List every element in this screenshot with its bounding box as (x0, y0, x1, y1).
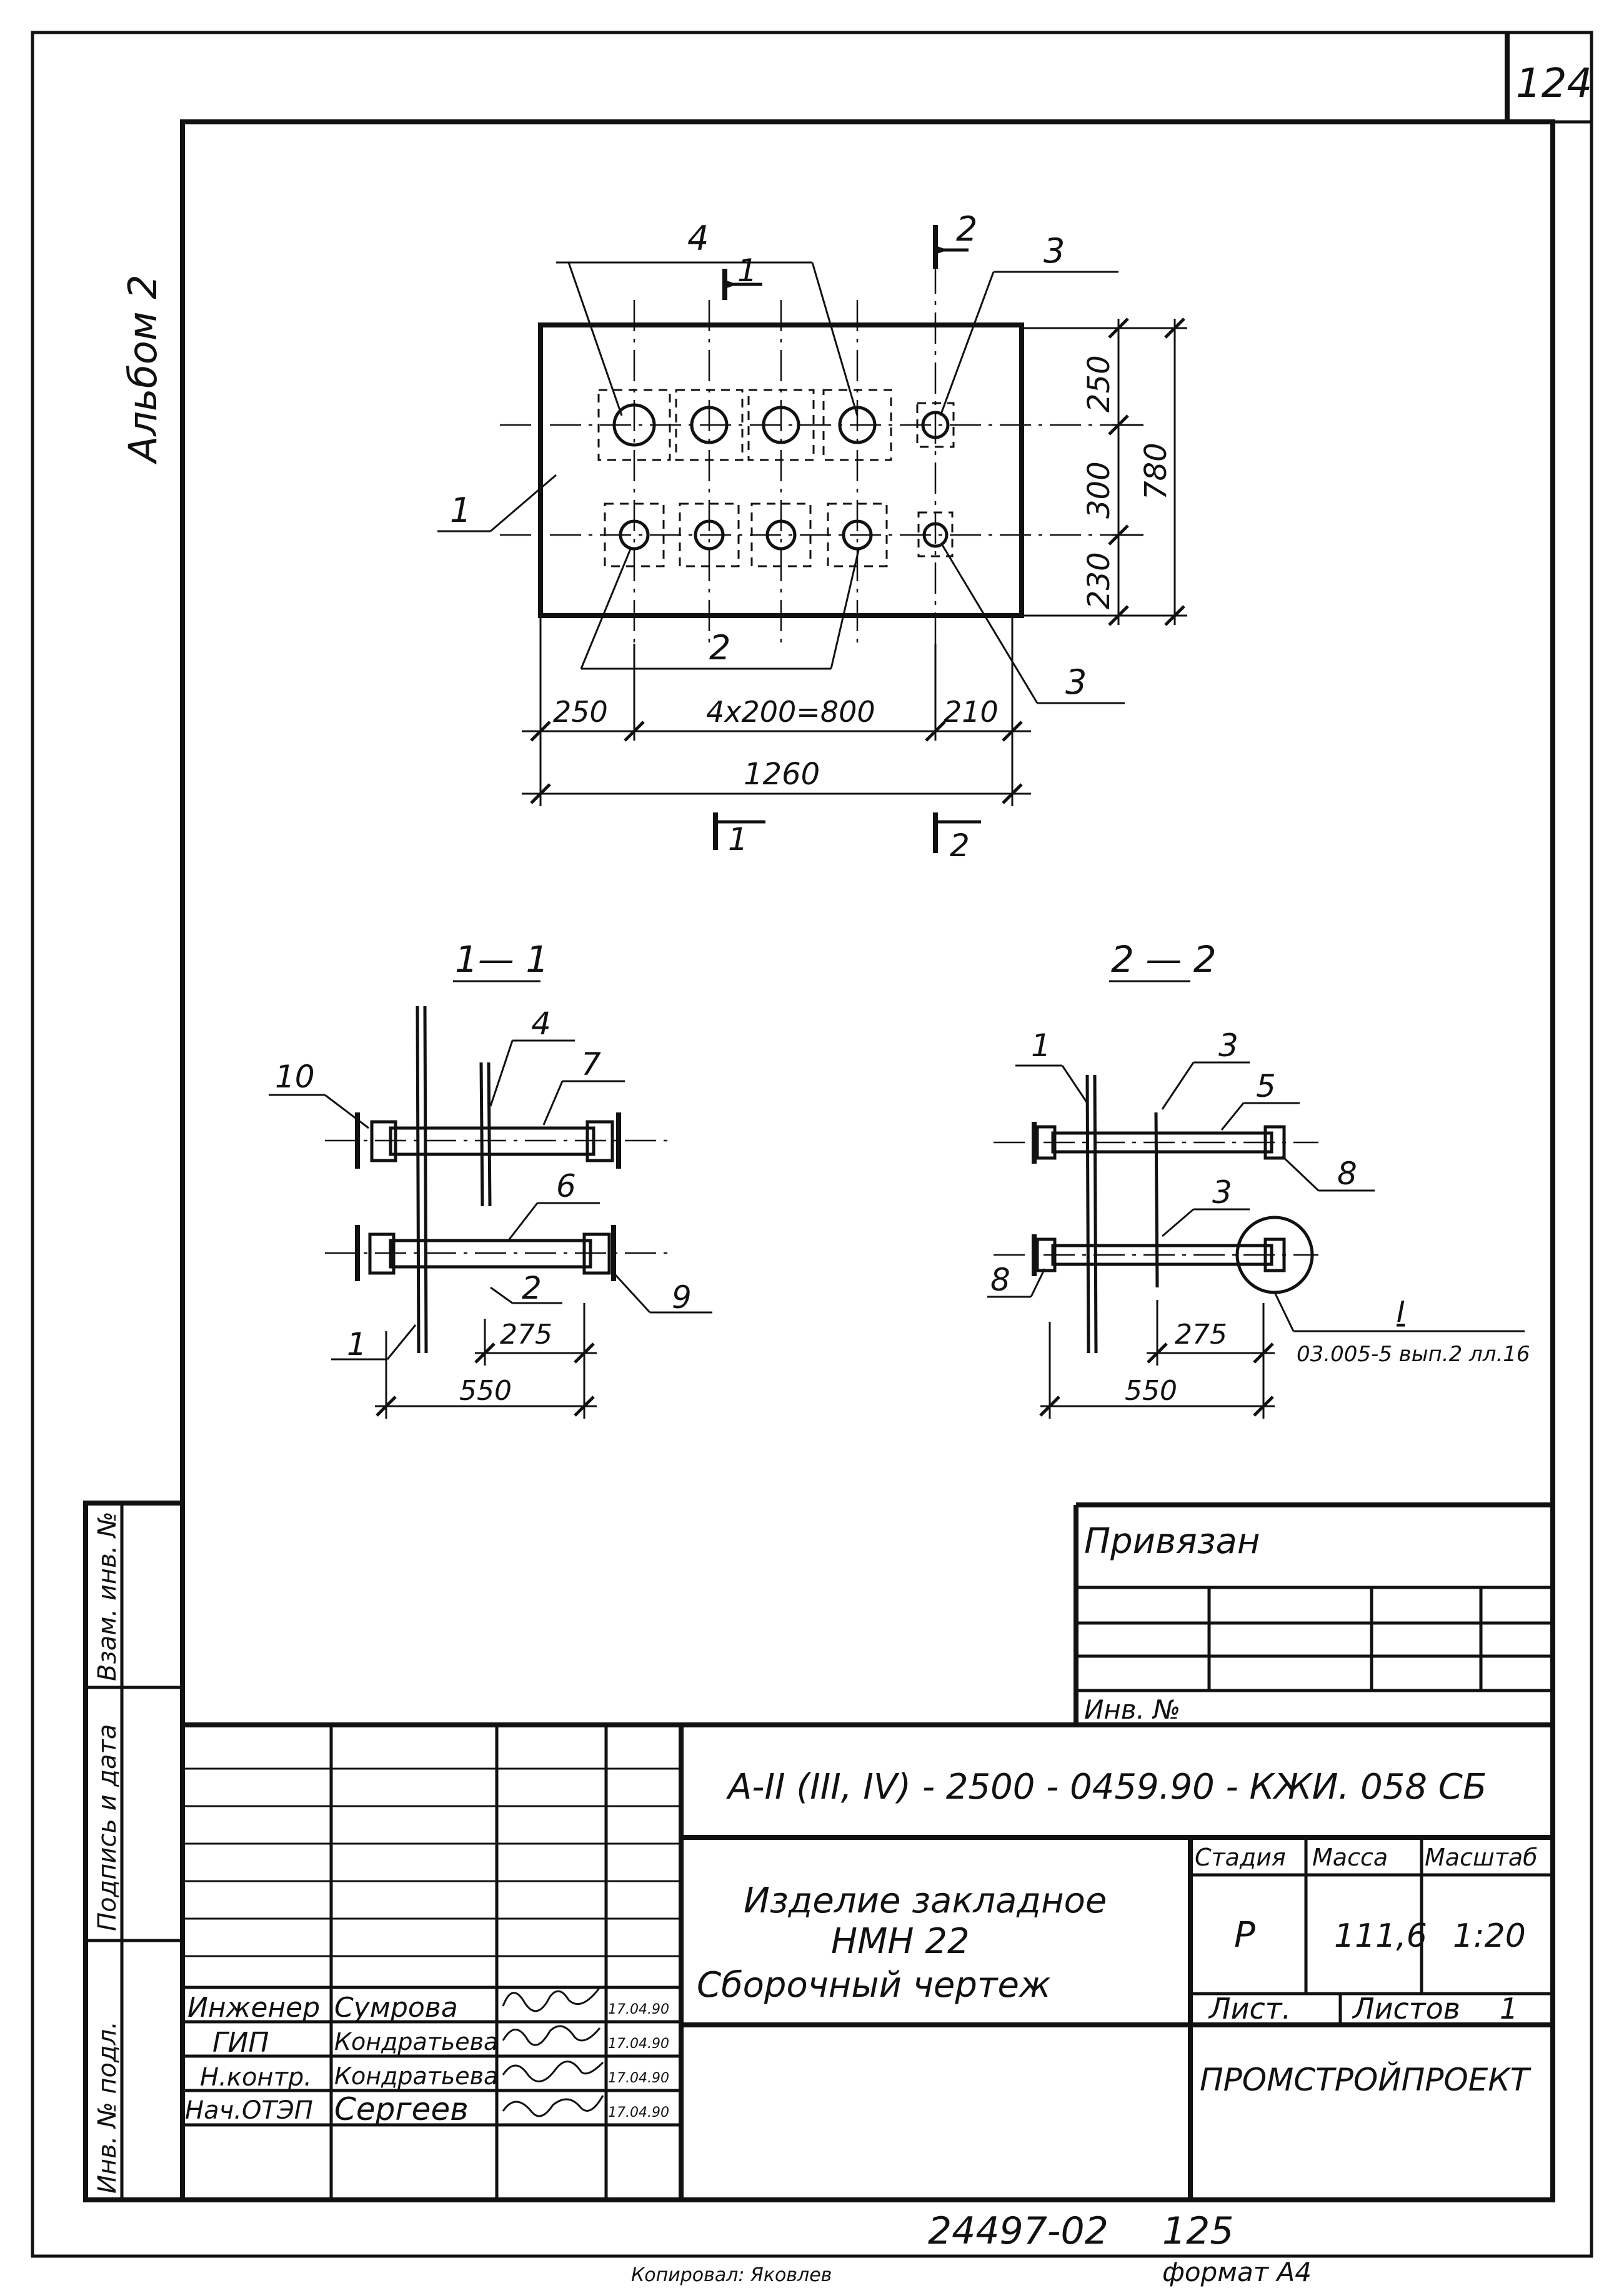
sig-name-4: Сергеев (334, 2091, 469, 2127)
detail-mark: I (1397, 1295, 1405, 1329)
section-2-2-title: 2 — 2 (1111, 938, 1217, 981)
side-stamp-inv-podl: Инв. № подл. (93, 2021, 122, 2194)
product-name-line2: НМН 22 (831, 1921, 970, 1962)
dim-overall-780: 780 (1138, 442, 1173, 500)
sig-date-1: 17.04.90 (608, 2002, 669, 2017)
section-1-1-callout-7: 7 (581, 1046, 601, 1082)
section-2-2-callout-8-left: 8 (990, 1262, 1010, 1298)
product-name-line3: Сборочный чертеж (697, 1965, 1050, 2006)
anchor-row-bottom (604, 502, 954, 567)
album-label: Альбом 2 (120, 274, 166, 465)
tied-block (1074, 1502, 1553, 1725)
section-mark-2-bottom (933, 812, 981, 853)
section-2-2-dim-550: 550 (1125, 1375, 1177, 1407)
dim-middle-300: 300 (1082, 461, 1117, 519)
organization: ПРОМСТРОЙПРОЕКТ (1200, 2061, 1532, 2098)
section-1-1-callout-2: 2 (522, 1270, 542, 1306)
section-2-2-dim-275: 275 (1175, 1319, 1227, 1351)
section-1-1-callout-9: 9 (672, 1279, 692, 1316)
scale-value: 1:20 (1453, 1917, 1526, 1955)
section-1-1-callout-6: 6 (556, 1168, 576, 1204)
callout-4: 4 (687, 219, 709, 258)
sig-name-1: Сумрова (334, 1992, 458, 2024)
doc-code: А-II (III, IV) - 2500 - 0459.90 - КЖИ. 0… (726, 1767, 1487, 1807)
format-label: формат А4 (1162, 2257, 1312, 2287)
page-number: 124 (1516, 61, 1592, 107)
section-1-1-title: 1— 1 (455, 938, 549, 981)
sig-role-4: Нач.ОТЭП (185, 2096, 313, 2125)
callout-1: 1 (450, 491, 471, 530)
side-stamp (83, 1501, 185, 2202)
section-1-1-callout-4: 4 (531, 1006, 551, 1042)
title-block-frame (182, 1722, 1553, 2200)
anchor-row-top (597, 389, 955, 461)
section-1-1-dim-275: 275 (500, 1319, 552, 1351)
section-1-1-callout-1: 1 (347, 1326, 367, 1362)
sheets-value: 1 (1500, 1992, 1518, 2026)
sheets-label: Листов (1352, 1992, 1460, 2026)
archive-page: 125 (1162, 2209, 1234, 2253)
product-name-line1: Изделие закладное (744, 1881, 1107, 1921)
sheet-label: Лист. (1208, 1992, 1291, 2026)
plan-view: 1 2 1 2 (437, 209, 1187, 864)
dim-bottom-230: 230 (1082, 552, 1117, 609)
plan-dims-vertical (1022, 317, 1187, 626)
section-mark-1-bottom (713, 812, 765, 850)
callout-3-top: 3 (1044, 231, 1065, 271)
sig-date-2: 17.04.90 (608, 2036, 669, 2052)
sig-role-3: Н.контр. (200, 2063, 312, 2092)
archive-number: 24497-02 (928, 2209, 1108, 2253)
section-2-2-callout-1: 1 (1031, 1027, 1051, 1064)
callout-3-bottom: 3 (1065, 662, 1087, 702)
section-mark-1-top-label: 1 (737, 252, 757, 289)
sig-name-2: Кондратьева (334, 2028, 498, 2056)
section-2-2-callout-8-right: 8 (1337, 1156, 1357, 1192)
section-mark-2-top (933, 225, 969, 269)
section-1-1-callout-10: 10 (275, 1059, 315, 1095)
side-stamp-signature-date: Подпись и дата (93, 1724, 122, 1931)
stage-label: Стадия (1195, 1844, 1286, 1871)
section-mark-1-top (722, 269, 762, 300)
sig-role-2: ГИП (212, 2027, 269, 2059)
dim-spacing: 4x200=800 (706, 695, 875, 729)
dim-top-250: 250 (1082, 355, 1117, 412)
dim-overall-1260: 1260 (744, 757, 820, 792)
stage-value: Р (1234, 1915, 1255, 1956)
side-stamp-replaced-inv: Взам. инв. № (93, 1511, 122, 1681)
dim-right-210: 210 (944, 695, 999, 729)
mass-value: 111,6 (1334, 1917, 1427, 1955)
section-2-2-callout-3-bottom: 3 (1212, 1174, 1232, 1211)
section-mark-2-top-label: 2 (956, 209, 977, 249)
sig-date-4: 17.04.90 (608, 2105, 669, 2121)
copied-by: Копировал: Яковлев (631, 2264, 832, 2286)
section-2-2 (987, 980, 1525, 1419)
section-1-1 (269, 980, 712, 1419)
plan-leaders (437, 261, 1125, 704)
signature-scribbles (502, 1987, 604, 2117)
section-mark-1-bottom-label: 1 (728, 821, 748, 857)
plan-dims-horizontal (522, 616, 1031, 806)
sheet-frame (31, 31, 1593, 2258)
mass-label: Масса (1312, 1844, 1388, 1871)
section-2-2-callout-5: 5 (1256, 1068, 1276, 1104)
sig-role-1: Инженер (187, 1992, 320, 2024)
sig-name-3: Кондратьева (334, 2062, 498, 2090)
callout-2: 2 (709, 628, 730, 667)
sig-date-3: 17.04.90 (608, 2071, 669, 2086)
detail-reference: 03.005-5 вып.2 лл.16 (1297, 1342, 1530, 1367)
section-2-2-callout-3-top: 3 (1218, 1027, 1238, 1064)
section-mark-2-bottom-label: 2 (950, 827, 970, 864)
dim-left-250: 250 (553, 695, 608, 729)
tied-inv-label: Инв. № (1084, 1694, 1180, 1725)
scale-label: Масштаб (1425, 1844, 1538, 1871)
section-1-1-dim-550: 550 (459, 1375, 512, 1407)
tied-title: Привязан (1084, 1521, 1260, 1562)
